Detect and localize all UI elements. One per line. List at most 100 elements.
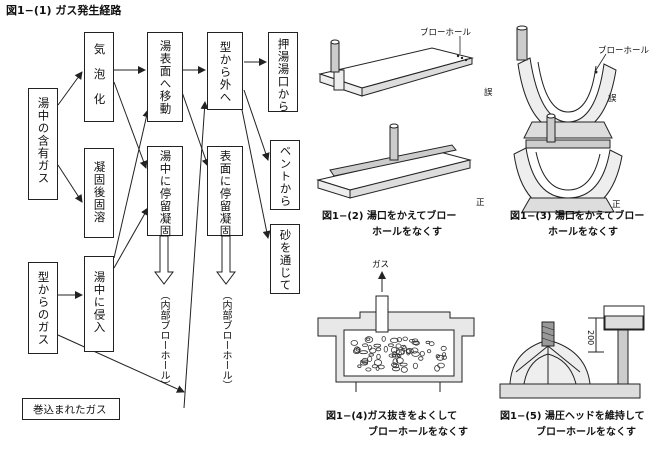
- fig3-wrong-inner: [537, 61, 597, 113]
- box-foaming: 気 泡 化: [84, 32, 114, 122]
- box-via-sand: 砂を通じて: [270, 224, 300, 294]
- fig4-bubble: [364, 336, 374, 343]
- fig4-bubble: [388, 353, 396, 358]
- fig3-caption-line2: ホールをなくす: [548, 227, 618, 238]
- fig4-bubble: [392, 363, 400, 369]
- page-title: 図1−(1) ガス発生経路: [6, 4, 122, 17]
- fig4-vent: [375, 295, 389, 333]
- fig4-bubble: [402, 336, 408, 341]
- fig5-base: [499, 383, 641, 399]
- fig4-bubble: [411, 340, 419, 345]
- fig4-bubble: [399, 362, 408, 367]
- fig4-bubble: [419, 351, 425, 357]
- arrow-gas-to-solid: [57, 164, 83, 203]
- box-via-feeder: 押湯湯口から: [268, 32, 298, 113]
- box-entrained-gas: 巻込まれたガス: [22, 398, 120, 420]
- fig5-hub-hatch-1: [541, 325, 555, 331]
- fig5-hub-hatch-2: [541, 331, 555, 337]
- label-via-feeder: 押湯湯口から: [276, 38, 291, 113]
- fig2-blowhole-dot-1: [456, 54, 460, 58]
- fig4-bubble: [359, 361, 369, 366]
- fig4-bubble: [436, 354, 445, 361]
- fig4-bubble: [355, 347, 361, 352]
- fig4-bubble: [411, 338, 419, 343]
- fig4-bubble: [440, 345, 447, 351]
- fig4-bubble: [396, 337, 402, 343]
- fig4-bubble: [383, 345, 388, 353]
- fig5-label-head: 200: [586, 330, 595, 346]
- fig4-bubble: [373, 343, 382, 348]
- label-outside-mold: 型から外へ: [218, 41, 233, 104]
- label-move-to-surface: 湯表面へ移動: [158, 40, 173, 115]
- fig4-bubble: [365, 367, 372, 372]
- fig2-blowhole-dot-3: [464, 58, 468, 62]
- fig3-wrong-sprue-top: [516, 25, 528, 31]
- fig4-bubble: [373, 359, 382, 366]
- fig4-label-gas: ガス: [372, 260, 390, 270]
- box-retained-in-melt: 湯中に停留凝固: [147, 146, 183, 238]
- fig4-bubble: [391, 346, 398, 354]
- fig4-bubble: [435, 354, 440, 359]
- fig4-bubble: [426, 349, 432, 354]
- fig4-bubble: [362, 343, 369, 348]
- fig2-blowhole-dot-2: [460, 56, 464, 60]
- arrow-mold-to-entrained: [57, 334, 185, 393]
- fig2-right-sprue-top: [389, 123, 399, 129]
- fig3-blowhole-dot: [594, 70, 598, 74]
- fig5-caption-line1: 図1−(5) 湯圧ヘッドを維持して: [500, 411, 645, 422]
- fig4-bubble: [376, 353, 381, 360]
- fig5-caption-line2: ブローホールをなくす: [536, 427, 636, 438]
- fig4-bubble: [389, 337, 399, 343]
- fig4-bubble: [412, 362, 418, 369]
- fig4-bubble: [350, 339, 358, 346]
- fig4-bubble: [387, 343, 394, 347]
- box-retained-at-surface: 表面に停留凝固: [207, 146, 243, 238]
- box-move-to-surface: 湯表面へ移動: [147, 32, 183, 122]
- label-solidification-dissolve: 凝固後固溶: [92, 161, 107, 224]
- fig4-bubble: [428, 341, 435, 347]
- fig4-bubble: [391, 366, 401, 372]
- fig2-right-plate-side: [349, 159, 471, 199]
- box-gas-from-mold: 型からのガス: [28, 262, 58, 354]
- fig3-label-wrong: 誤: [608, 94, 617, 104]
- fig4-bubble: [375, 347, 382, 352]
- label-via-sand: 砂を通じて: [278, 229, 293, 292]
- arrow-surface-to-surf-retained: [181, 91, 210, 167]
- fig3-blowhole-leader: [595, 53, 607, 71]
- note-internal-blowhole-1: （内部ブローホール）: [158, 290, 169, 390]
- fig4-bubble: [357, 364, 362, 368]
- fig2-wrong-sprue-top: [330, 39, 340, 45]
- box-intrusion: 湯中に侵入: [84, 256, 114, 352]
- fig2-caption-line1: 図1−(2) 湯口をかえてブロー: [322, 211, 457, 222]
- fig4-bubble: [353, 346, 361, 354]
- label-gas-in-melt: 湯中の含有ガス: [36, 97, 51, 185]
- fig4-bubble: [413, 340, 420, 346]
- fig4-bubble: [369, 347, 377, 354]
- fig5-cup-liquid: [604, 315, 644, 330]
- fig4-bubble: [418, 356, 424, 361]
- fig4-bubble: [406, 348, 411, 356]
- fig3-right-base: [521, 197, 615, 213]
- fig4-bubble: [396, 349, 405, 356]
- fig4-bubble: [392, 358, 398, 365]
- label-retained-in-melt: 湯中に停留凝固: [158, 150, 173, 238]
- fig4-bubble: [400, 344, 407, 349]
- arrow-foam-to-retained: [113, 81, 148, 169]
- arrow-outside-to-sand: [239, 99, 271, 239]
- label-gas-from-mold: 型からのガス: [36, 271, 51, 346]
- fig2-label-blowhole: ブローホール: [420, 28, 472, 38]
- fig5-hub-hatch-3: [541, 337, 555, 343]
- hollow-arrow-2: [216, 235, 236, 285]
- fig4-bubble: [434, 364, 441, 372]
- arrow-intrusion-to-surface: [113, 109, 151, 259]
- arrow-entrained-to-outside: [183, 101, 209, 409]
- label-foaming: 気 泡 化: [92, 43, 107, 106]
- fig3-right-inner: [535, 151, 601, 191]
- fig5-wheel: [509, 339, 591, 385]
